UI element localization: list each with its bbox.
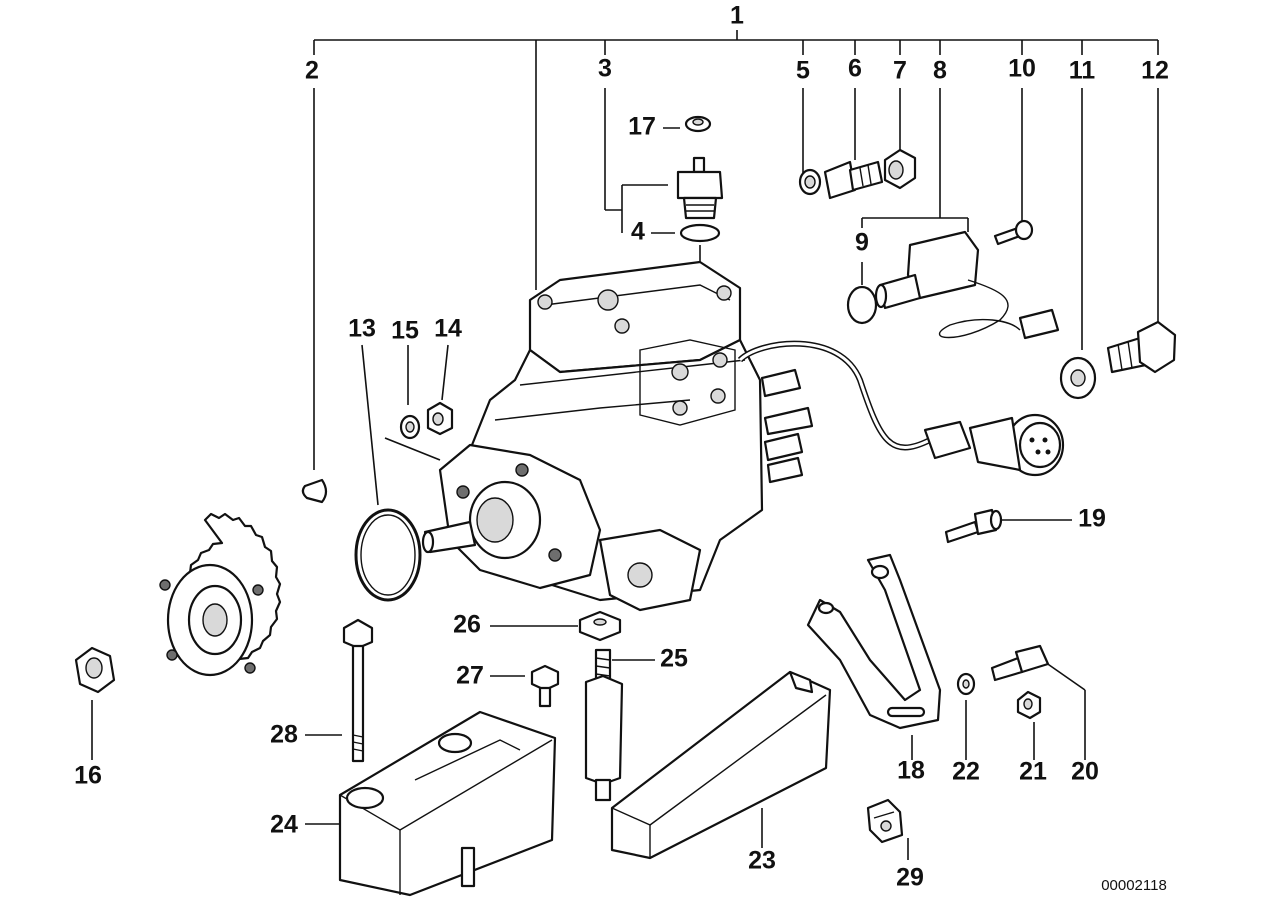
leader-lines [91,30,1159,860]
part-8-solenoid [874,230,1060,340]
callout-29: 29 [896,864,924,892]
callout-5: 5 [796,57,810,85]
callout-6: 6 [848,55,862,83]
callout-13: 13 [348,315,376,343]
part-25-stud-spacer [584,648,624,802]
callout-20: 20 [1071,758,1099,786]
part-21-nut [1016,690,1042,720]
injection-pump-body [421,260,1065,612]
callout-16: 16 [74,762,102,790]
delivery-valves [760,368,814,484]
callout-11: 11 [1069,57,1096,85]
part-4-o-ring [679,223,721,243]
part-12-bolt [1106,320,1177,374]
part-27-bolt [530,664,560,708]
callout-28: 28 [270,721,298,749]
part-15-washer [399,414,421,440]
callout-12: 12 [1141,57,1169,85]
callout-9: 9 [855,229,869,257]
part-5-ring [798,168,822,196]
part-6-bolt [823,160,884,200]
callout-23: 23 [748,847,776,875]
part-18-support-arm [806,553,942,730]
callout-22: 22 [952,758,980,786]
callout-10: 10 [1008,55,1036,83]
callout-14: 14 [434,315,462,343]
callout-26: 26 [453,611,481,639]
callout-21: 21 [1019,758,1047,786]
callout-2: 2 [305,57,319,85]
part-28-long-bolt [342,618,374,763]
part-16-nut [74,646,116,694]
part-29-clip [866,798,904,844]
part-7-nut [883,148,917,190]
part-22-washer [956,672,976,696]
callout-18: 18 [897,757,925,785]
part-26-nut [578,610,622,642]
part-13-o-ring-inner [360,514,416,596]
callout-25: 25 [660,645,688,673]
callout-19: 19 [1078,505,1106,533]
drawing-reference-number: 00002118 [1101,877,1167,894]
callout-15: 15 [391,317,419,345]
part-20-bolt [990,644,1050,682]
callout-labels: 1 2 3 4 5 6 7 8 9 10 11 12 13 14 15 16 1… [74,2,1169,892]
callout-8: 8 [933,57,947,85]
callout-3: 3 [598,55,612,83]
part-23-channel-bracket [610,670,832,860]
sprocket-gear [159,512,282,677]
callout-1: 1 [730,2,744,30]
part-2-woodruff-key [301,478,328,504]
part-3-valve [676,156,724,220]
callout-17: 17 [628,113,656,141]
part-24-bracket [338,710,557,897]
part-13-o-ring [354,508,422,602]
part-9-seal [846,285,878,325]
callout-24: 24 [270,811,298,839]
callout-27: 27 [456,662,484,690]
part-11-washer [1059,356,1097,400]
callout-7: 7 [893,57,907,85]
part-14-nut [426,401,454,436]
part-19-bolt [944,508,1003,544]
callout-4: 4 [631,218,645,246]
part-10-screw [993,219,1034,246]
part-17-nut [684,115,712,133]
